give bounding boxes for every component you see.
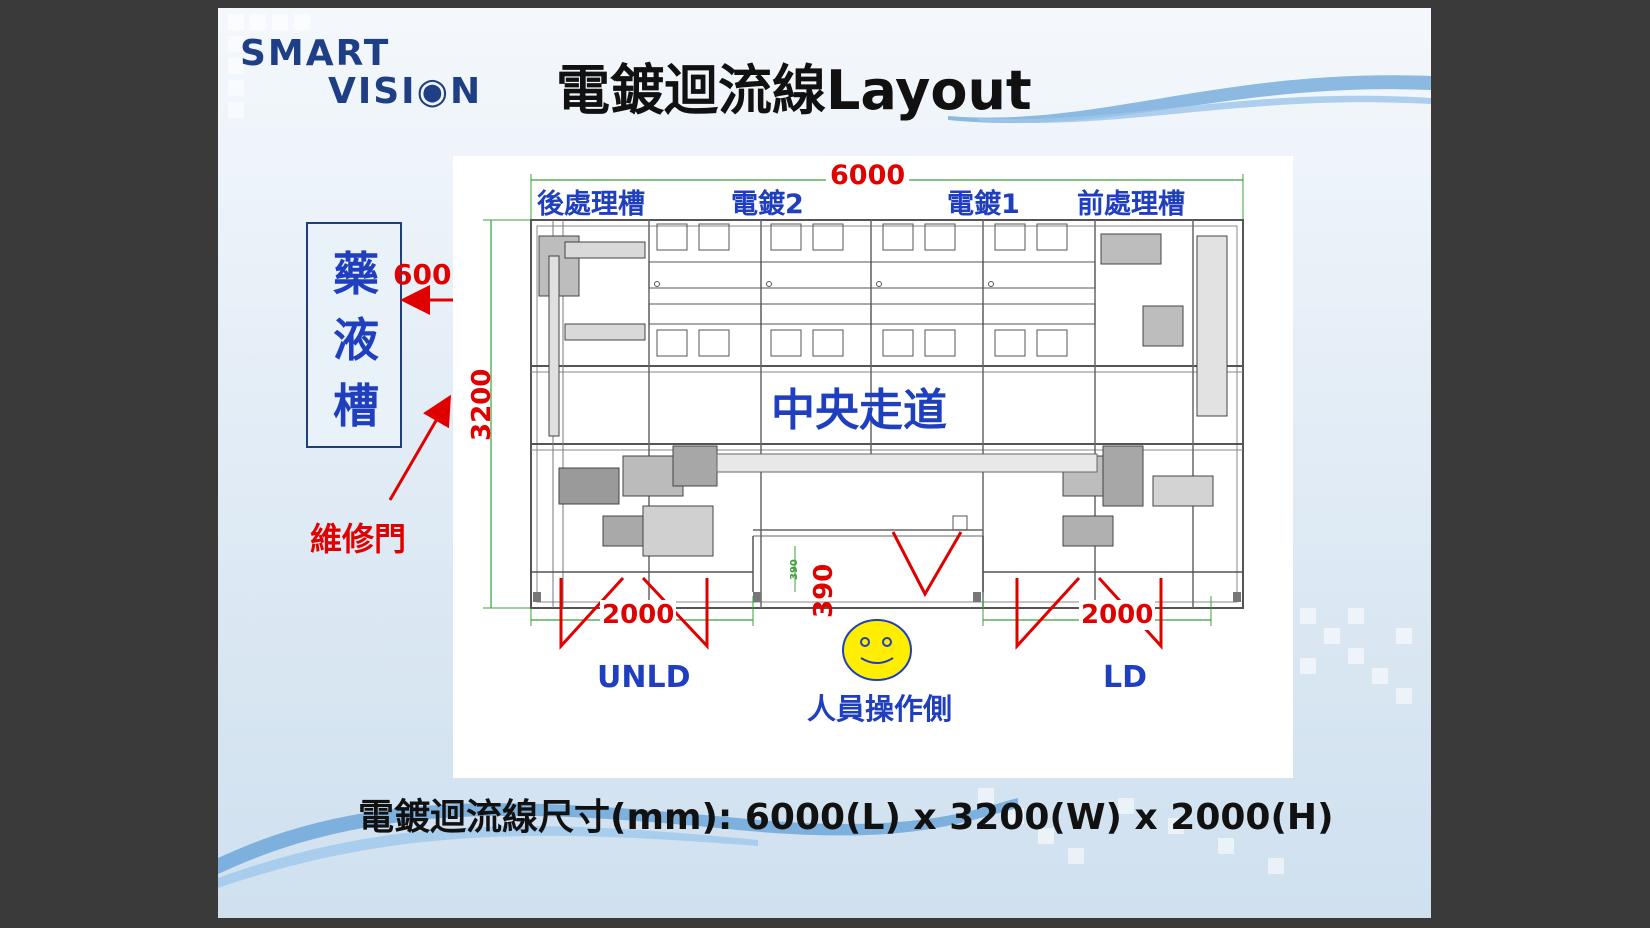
ld-label: LD bbox=[1103, 660, 1148, 695]
maintenance-door-label: 維修門 bbox=[310, 520, 407, 558]
slide-title: 電鍍迴流線Layout bbox=[556, 59, 1032, 122]
door-gap-small-label: 390 bbox=[789, 559, 800, 580]
dimensions-footer: 電鍍迴流線尺寸(mm): 6000(L) x 3200(W) x 2000(H) bbox=[358, 797, 1334, 838]
decorative-waves bbox=[218, 75, 1431, 888]
section-label-post-treatment: 後處理槽 bbox=[537, 189, 645, 220]
logo-line-2: VISI◉N bbox=[328, 71, 483, 112]
logo-line-1: SMART bbox=[240, 33, 391, 74]
layout-schematic bbox=[483, 174, 1244, 681]
operator-side-label: 人員操作側 bbox=[807, 692, 953, 726]
chem-tank-char-3: 槽 bbox=[333, 379, 379, 433]
door-gap-label: 390 bbox=[809, 563, 839, 618]
chem-tank-char-2: 液 bbox=[333, 313, 379, 367]
smiley-icon bbox=[842, 619, 912, 681]
center-aisle-label: 中央走道 bbox=[771, 385, 947, 436]
ld-width-label: 2000 bbox=[1079, 600, 1156, 630]
slide: SMART VISI◉N 電鍍迴流線Layout 藥 液 槽 600mm 維修門 bbox=[218, 8, 1431, 918]
layout-drawing: 6000 後處理槽 電鍍2 電鍍1 前處理槽 中央走道 3200 390 390… bbox=[453, 156, 1293, 778]
width-dimension-label: 3200 bbox=[467, 368, 497, 441]
section-label-plating-2: 電鍍2 bbox=[731, 189, 804, 220]
section-label-plating-1: 電鍍1 bbox=[947, 189, 1020, 220]
section-label-pre-treatment: 前處理槽 bbox=[1077, 189, 1185, 220]
chem-tank-char-1: 藥 bbox=[333, 247, 379, 301]
chemical-tank-box: 藥 液 槽 bbox=[306, 222, 402, 448]
overall-length-label: 6000 bbox=[826, 160, 910, 191]
unld-label: UNLD bbox=[597, 660, 691, 695]
smart-vision-logo: SMART VISI◉N bbox=[240, 36, 482, 112]
unld-width-label: 2000 bbox=[600, 600, 677, 630]
